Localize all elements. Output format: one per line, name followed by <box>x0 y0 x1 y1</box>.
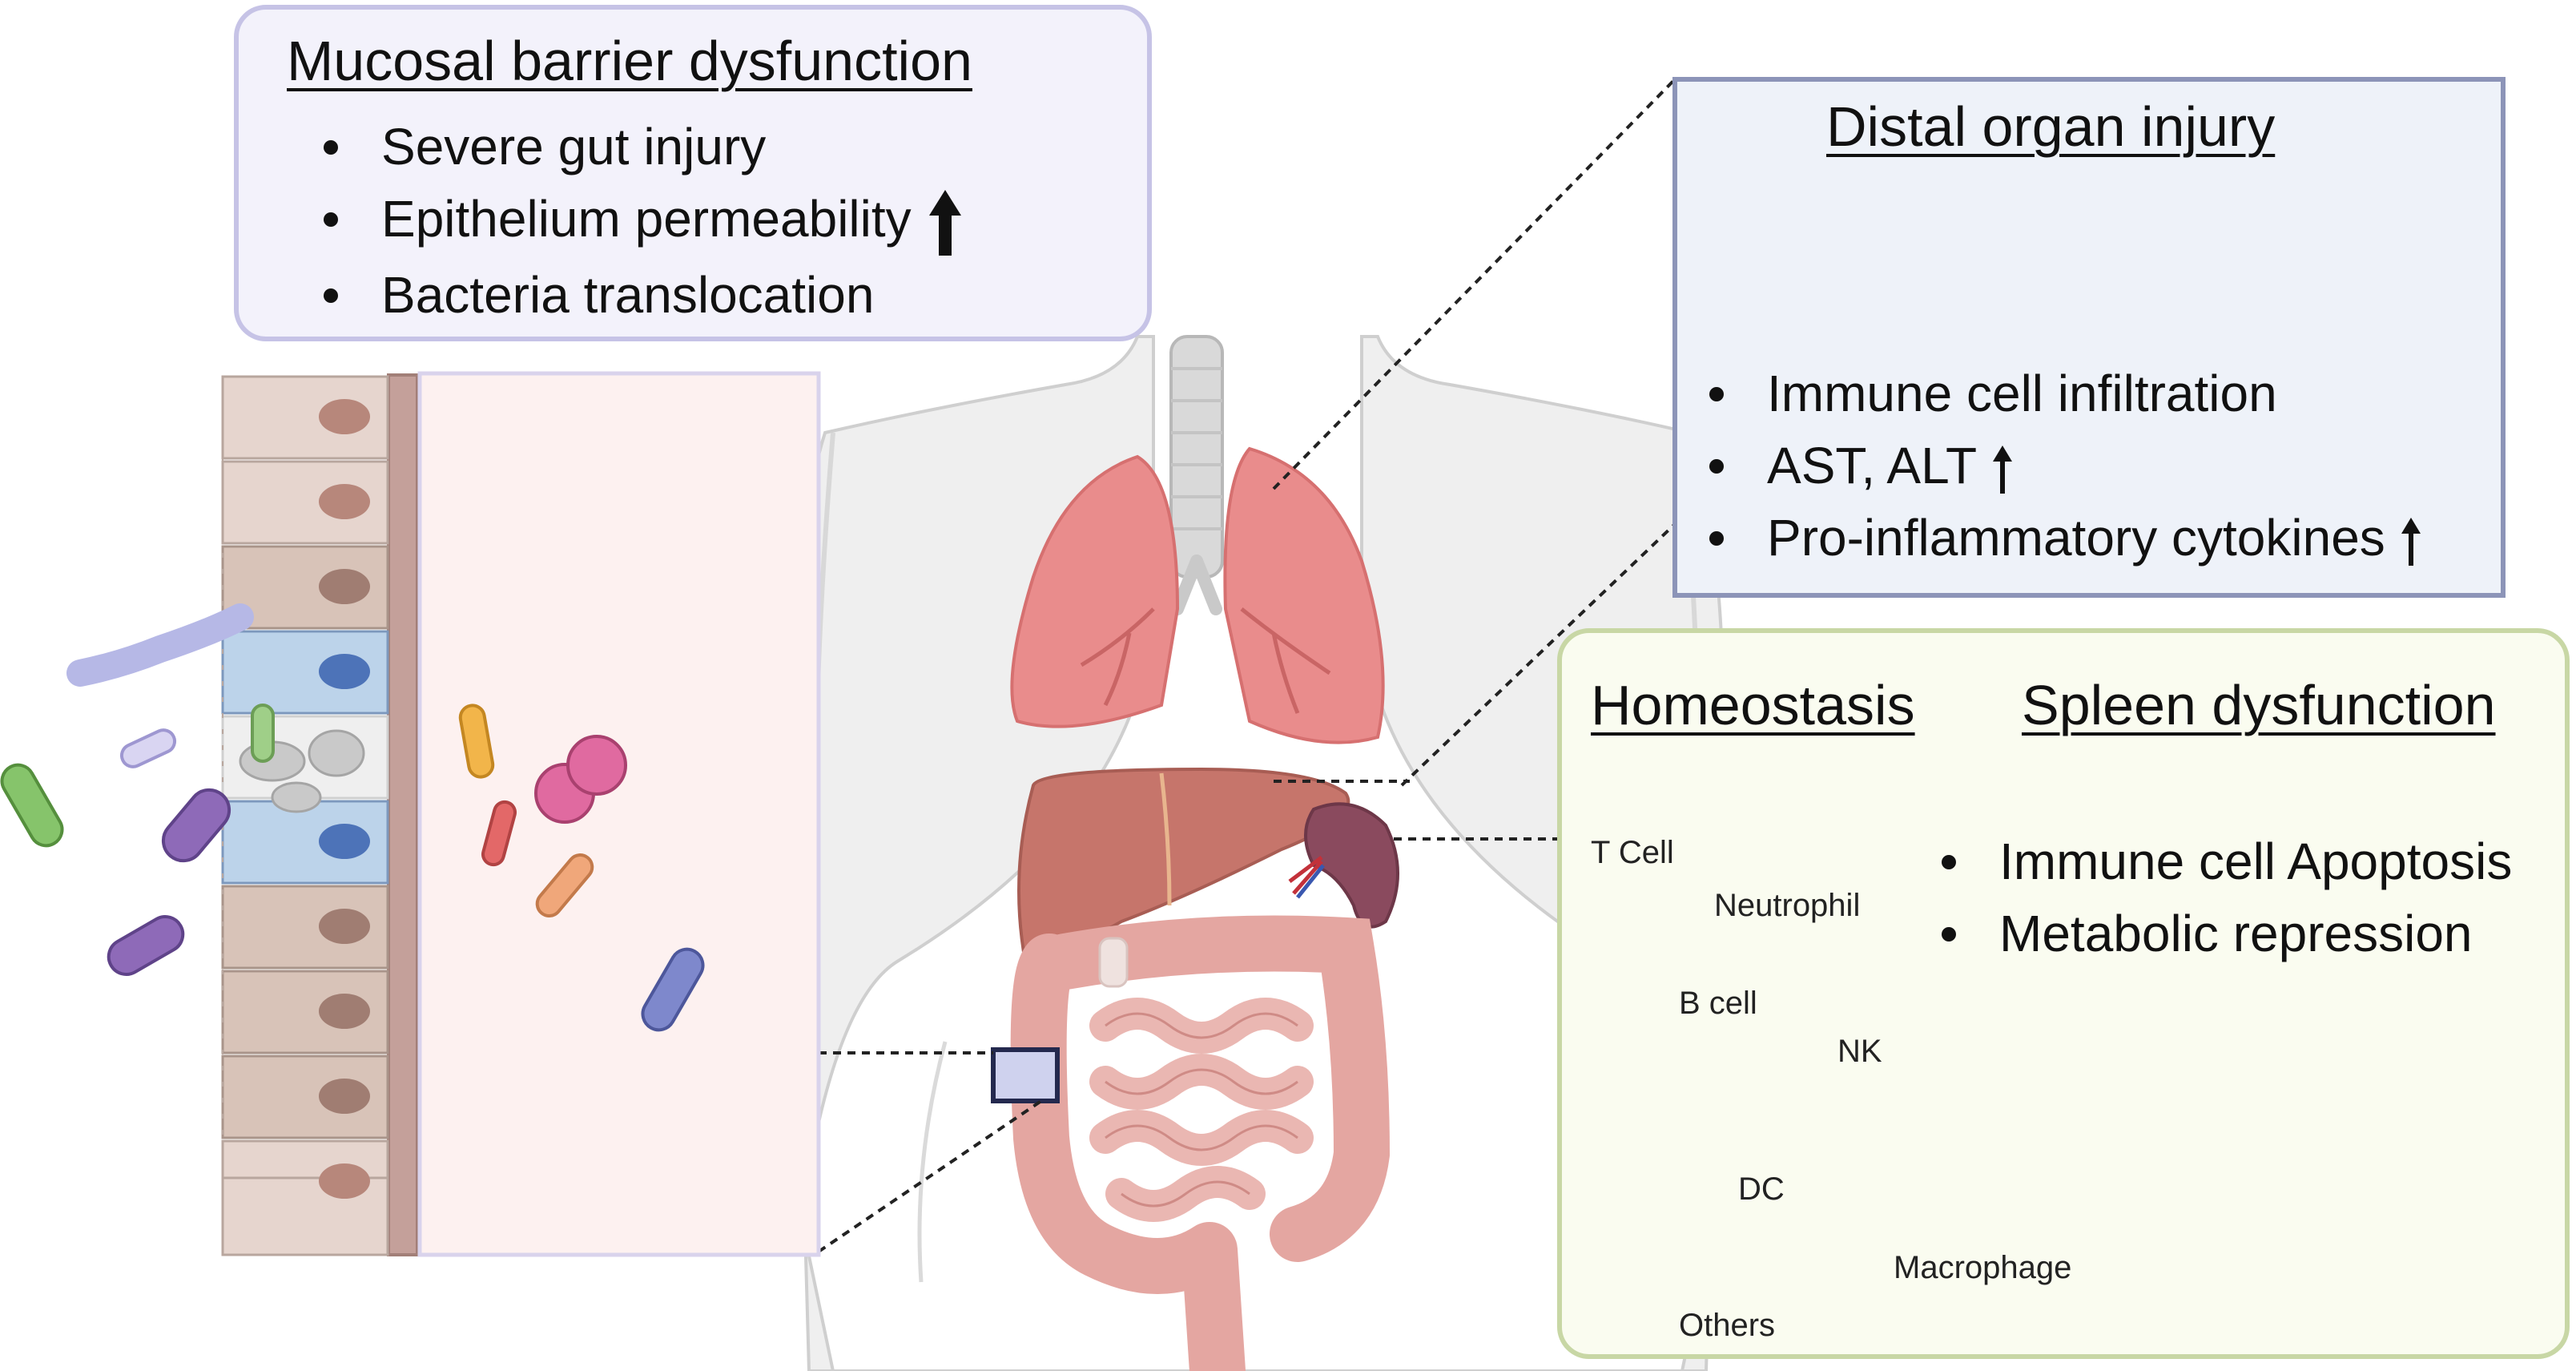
bacteria-lumen <box>0 603 275 976</box>
spleen-bullet: Immune cell Apoptosis <box>1938 825 2512 897</box>
arrow-up-icon <box>1993 446 2013 494</box>
cell-label: T Cell <box>1591 835 1674 870</box>
dotted-connectors <box>817 79 1676 1253</box>
lungs <box>1010 446 1385 744</box>
mucosal-bullets: Severe gut injury Epithelium permeabilit… <box>320 111 964 331</box>
distal-bullet-text: Pro-inflammatory cytokines <box>1767 509 2385 567</box>
cell-label: B cell <box>1679 986 1757 1021</box>
cell-nuclei <box>319 399 370 1199</box>
cell-label: Neutrophil <box>1714 888 1861 923</box>
homeostasis-title: Homeostasis <box>1591 674 1915 736</box>
epithelial-column <box>221 373 419 1256</box>
distal-bullet: Immune cell infiltration <box>1706 357 2422 429</box>
trachea <box>1169 335 1224 615</box>
cell-label: Macrophage <box>1894 1250 2072 1285</box>
cell-label: Others <box>1679 1308 1776 1343</box>
spleen-panel: Homeostasis Spleen dysfunction Immune ce… <box>1557 628 2570 1359</box>
mucosal-bullet-text: Epithelium permeability <box>381 190 912 248</box>
spleen-organ <box>1288 802 1399 929</box>
distal-bullet-text: AST, ALT <box>1767 437 1978 494</box>
cell-label: DC <box>1738 1171 1785 1207</box>
spleen-bullet: Metabolic repression <box>1938 897 2512 970</box>
broken-cell-debris <box>239 729 365 813</box>
arrow-up-icon <box>928 190 961 256</box>
mucosal-title: Mucosal barrier dysfunction <box>287 30 972 92</box>
mucosal-bullet: Epithelium permeability <box>320 183 964 259</box>
distal-title: Distal organ injury <box>1826 95 2276 158</box>
distal-bullet: AST, ALT <box>1706 429 2422 502</box>
spleen-dysfunction-title: Spleen dysfunction <box>2022 674 2496 736</box>
arrow-up-icon <box>2401 518 2421 567</box>
bacteria-translocated <box>458 704 705 1032</box>
distal-bullets: Immune cell infiltration AST, ALT Pro-in… <box>1706 357 2422 574</box>
mucosal-bullet: Bacteria translocation <box>320 259 964 331</box>
distal-bullet: Pro-inflammatory cytokines <box>1706 502 2422 574</box>
lamina-propria-panel <box>417 371 821 1257</box>
distal-organ-panel: Distal organ injury Immune cell infiltra… <box>1672 77 2506 598</box>
mucosal-barrier-panel: Mucosal barrier dysfunction Severe gut i… <box>234 5 1152 341</box>
zoom-square <box>991 1047 1060 1103</box>
cell-label: NK <box>1837 1034 1882 1069</box>
mucosal-bullet: Severe gut injury <box>320 111 964 183</box>
spleen-bullets: Immune cell Apoptosis Metabolic repressi… <box>1938 825 2512 970</box>
intestines <box>1010 915 1391 1371</box>
